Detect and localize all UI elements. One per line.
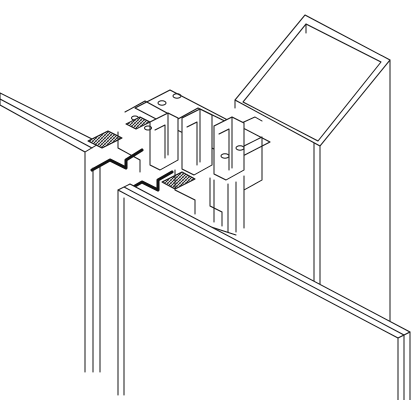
fixings: [131, 93, 245, 159]
fixing-3: [235, 145, 245, 151]
front-panel-inner-line: [123, 186, 405, 336]
left-panel-inner-line: [0, 98, 93, 149]
chamber-rib-b: [186, 121, 198, 166]
profile-outer-skin: [124, 100, 263, 127]
fixing-2: [172, 93, 182, 99]
chamber-1: [149, 112, 179, 171]
clip-left: [90, 148, 144, 172]
profile-cross-section: [87, 89, 271, 236]
clip-right: [126, 170, 174, 192]
gasket-right: [125, 116, 151, 130]
profile-left-body: [117, 131, 141, 173]
fixing-1: [157, 100, 167, 106]
fixing-4: [220, 153, 230, 159]
profile-mid-body: [174, 169, 196, 215]
front-wall-panel: [117, 183, 411, 400]
rectangular-tube: [234, 14, 391, 331]
left-wall-panel: [0, 92, 101, 373]
profile-chambers: [149, 108, 245, 181]
steel-clips: [90, 148, 174, 192]
left-panel-top-edge: [0, 92, 101, 153]
profile-right-body: [209, 177, 223, 227]
chamber-rib-a: [154, 124, 166, 159]
fixing-6: [144, 125, 152, 131]
gaskets: [87, 116, 196, 190]
gasket-left: [87, 130, 123, 149]
tube-inner-opening: [242, 23, 382, 142]
profile-flange-right: [243, 136, 263, 191]
